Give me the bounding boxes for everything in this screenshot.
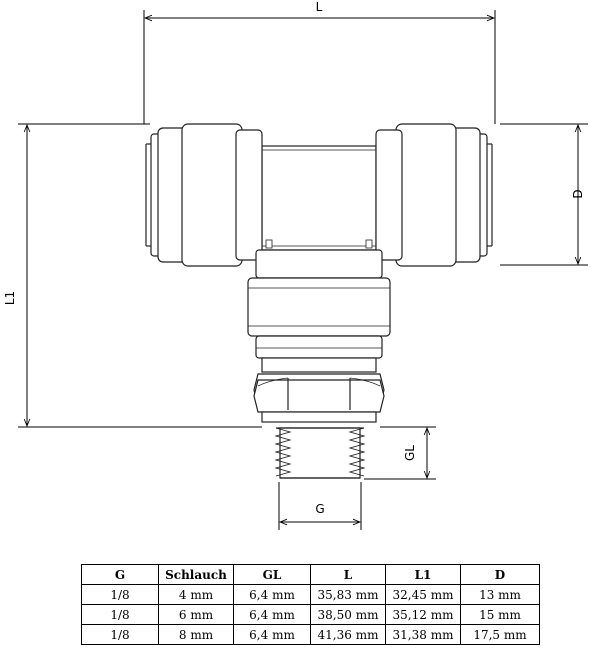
table-cell: 41,36 mm — [310, 624, 386, 645]
table-row: 1/8 4 mm 6,4 mm 35,83 mm 32,45 mm 13 mm — [81, 584, 540, 605]
table-header-row: G Schlauch GL L L1 D — [81, 564, 540, 585]
tee-fitting — [145, 123, 493, 479]
dim-D-label: D — [571, 189, 585, 198]
tee-bridge — [261, 145, 377, 251]
table-cell: 6,4 mm — [233, 624, 311, 645]
dim-GL-label: GL — [403, 445, 417, 461]
table-cell: 6,4 mm — [233, 584, 311, 605]
left-collet — [145, 123, 263, 267]
table-cell: 32,45 mm — [385, 584, 461, 605]
col-header-gl: GL — [233, 564, 311, 585]
table-cell: 35,12 mm — [385, 604, 461, 625]
col-header-l: L — [310, 564, 386, 585]
col-header-d: D — [460, 564, 540, 585]
technical-drawing: L L1 D GL G — [3, 0, 588, 530]
table-cell: 17,5 mm — [460, 624, 540, 645]
dim-L-label: L — [316, 0, 323, 14]
table-cell: 1/8 — [81, 624, 159, 645]
swivel-body — [247, 249, 391, 373]
spec-table: G Schlauch GL L L1 D 1/8 4 mm 6,4 mm 35,… — [81, 564, 540, 645]
table-cell: 1/8 — [81, 584, 159, 605]
table-row: 1/8 8 mm 6,4 mm 41,36 mm 31,38 mm 17,5 m… — [81, 624, 540, 645]
table-cell: 6 mm — [158, 604, 234, 625]
table-row: 1/8 6 mm 6,4 mm 38,50 mm 35,12 mm 15 mm — [81, 604, 540, 625]
dimension-lines — [18, 10, 588, 530]
table-cell: 13 mm — [460, 584, 540, 605]
table-cell: 38,50 mm — [310, 604, 386, 625]
table-cell: 35,83 mm — [310, 584, 386, 605]
dim-G-label: G — [315, 502, 324, 516]
col-header-g: G — [81, 564, 159, 585]
table-cell: 4 mm — [158, 584, 234, 605]
male-thread — [274, 427, 366, 479]
dim-L1-label: L1 — [3, 291, 17, 305]
col-header-l1: L1 — [385, 564, 461, 585]
col-header-schlauch: Schlauch — [158, 564, 234, 585]
table-cell: 31,38 mm — [385, 624, 461, 645]
hex-nut — [253, 373, 385, 423]
table-cell: 15 mm — [460, 604, 540, 625]
table-cell: 6,4 mm — [233, 604, 311, 625]
table-cell: 1/8 — [81, 604, 159, 625]
table-cell: 8 mm — [158, 624, 234, 645]
right-collet — [375, 123, 493, 267]
